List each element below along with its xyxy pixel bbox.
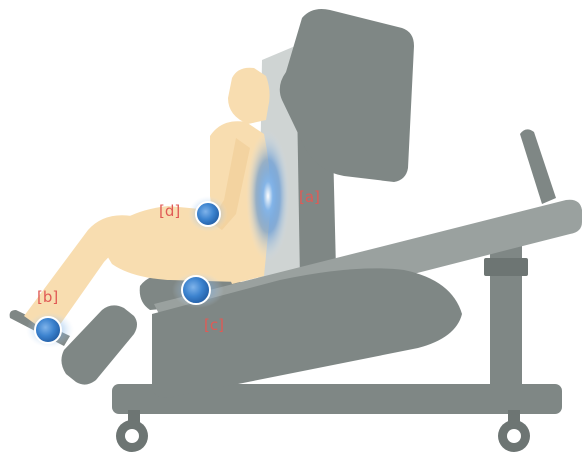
pressure-point-seat bbox=[182, 276, 210, 304]
marker-label-d: [d] bbox=[159, 202, 180, 220]
rear-support-collar bbox=[484, 258, 528, 276]
leg-rest bbox=[61, 305, 137, 384]
front-caster-hub bbox=[125, 429, 139, 443]
rear-handle bbox=[520, 129, 556, 204]
pressure-glow-back bbox=[246, 130, 290, 262]
marker-label-b: [b] bbox=[37, 288, 58, 306]
pressure-point-knee bbox=[196, 202, 220, 226]
rear-caster-hub bbox=[507, 429, 521, 443]
marker-label-a: [a] bbox=[299, 188, 320, 206]
marker-label-c: [c] bbox=[204, 316, 224, 334]
person-head bbox=[228, 68, 270, 124]
pressure-point-heel bbox=[35, 317, 61, 343]
